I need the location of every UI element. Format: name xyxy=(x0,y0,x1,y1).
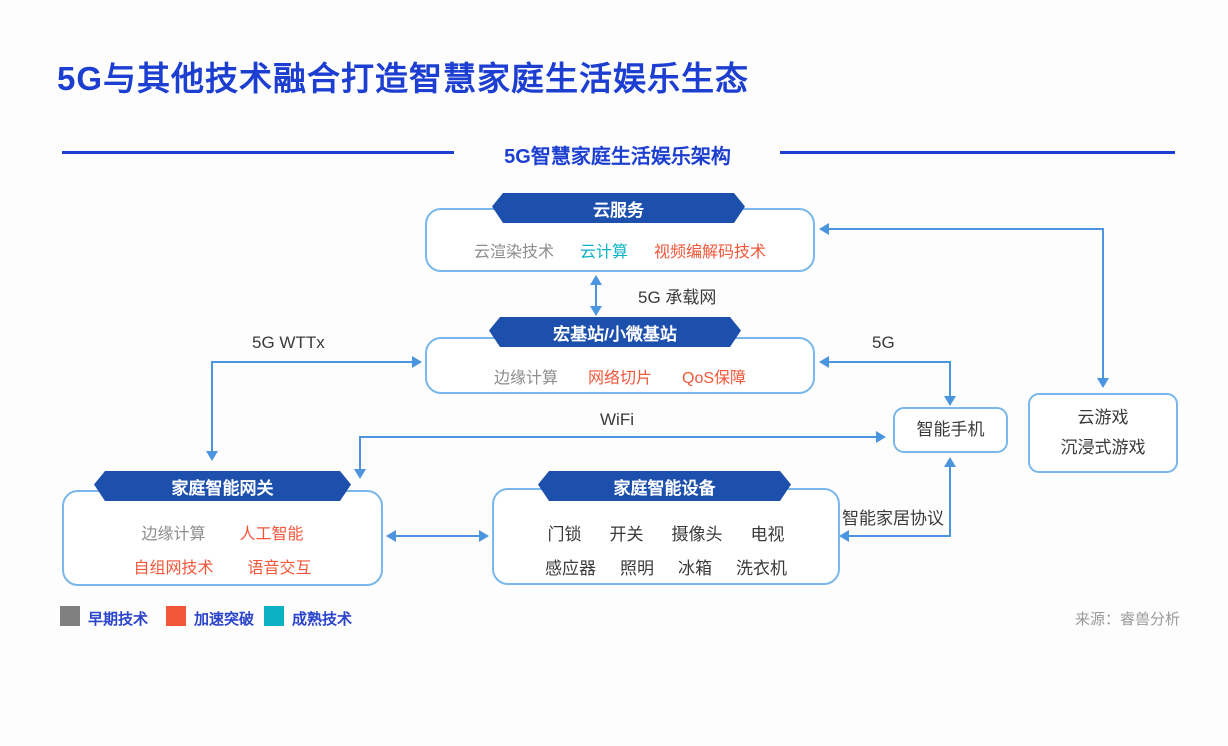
smart-devices-row1: 门锁 开关 摄像头 电视 xyxy=(500,520,832,545)
cloud-service-badge: 云服务 xyxy=(492,193,745,223)
cloud-gaming-line2: 沉浸式游戏 xyxy=(1060,438,1146,457)
connector-wttx-h xyxy=(212,361,414,363)
smart-devices-badge: 家庭智能设备 xyxy=(538,471,791,501)
device-item: 开关 xyxy=(609,525,644,544)
tech-item: 云计算 xyxy=(579,244,628,261)
connector-wifi-v xyxy=(359,436,361,470)
edge-label-5g: 5G xyxy=(872,333,895,352)
smart-devices-row2: 感应器 照明 冰箱 洗衣机 xyxy=(500,554,832,579)
device-item: 电视 xyxy=(750,525,785,544)
legend-swatch-early xyxy=(60,606,80,626)
subtitle-rule-left xyxy=(62,151,454,154)
smartphone-box: 智能手机 xyxy=(893,407,1008,453)
arrow-down-icon xyxy=(206,451,218,461)
base-station-badge: 宏基站/小微基站 xyxy=(489,317,741,347)
smartphone-label: 智能手机 xyxy=(916,420,985,439)
legend: 早期技术 加速突破 成熟技术 xyxy=(0,606,1228,630)
cloud-gaming-line1: 云游戏 xyxy=(1077,408,1129,427)
device-item: 洗衣机 xyxy=(736,559,787,578)
tech-item: 人工智能 xyxy=(239,526,304,543)
home-gateway-items-row1: 边缘计算 人工智能 xyxy=(70,520,375,544)
device-item: 门锁 xyxy=(547,525,582,544)
home-gateway-badge: 家庭智能网关 xyxy=(94,471,351,501)
arrow-down-icon xyxy=(1097,378,1109,388)
subtitle-rule-right xyxy=(780,151,1175,154)
edge-label-wttx: 5G WTTx xyxy=(252,333,325,352)
connector-5g-h xyxy=(829,361,951,363)
device-item: 冰箱 xyxy=(678,559,712,578)
device-item: 感应器 xyxy=(545,559,596,578)
edge-label-bearer: 5G 承载网 xyxy=(638,288,717,307)
arrow-left-icon xyxy=(819,356,829,368)
tech-item: 语音交互 xyxy=(247,560,312,577)
connector-wifi-h xyxy=(359,436,877,438)
arrow-right-icon xyxy=(412,356,422,368)
arrow-left-icon xyxy=(819,223,829,235)
connector-protocol-h xyxy=(849,535,951,537)
tech-item: 视频编解码技术 xyxy=(654,244,767,261)
arrow-down-icon xyxy=(590,306,602,316)
cloud-service-items: 云渲染技术 云计算 视频编解码技术 xyxy=(430,238,810,262)
arrow-right-icon xyxy=(876,431,886,443)
legend-label-breakthrough: 加速突破 xyxy=(194,611,255,628)
base-station-items: 边缘计算 网络切片 QoS保障 xyxy=(430,364,810,388)
tech-item: 云渲染技术 xyxy=(473,244,554,261)
arrow-left-icon xyxy=(386,530,396,542)
edge-label-wifi: WiFi xyxy=(600,410,634,429)
connector-wttx-v xyxy=(211,361,213,452)
connector-gateway-devices xyxy=(396,535,480,537)
legend-swatch-mature xyxy=(264,606,284,626)
legend-label-early: 早期技术 xyxy=(88,611,149,628)
device-item: 摄像头 xyxy=(671,525,723,544)
arrow-right-icon xyxy=(479,530,489,542)
device-item: 照明 xyxy=(620,559,654,578)
page-title: 5G与其他技术融合打造智慧家庭生活娱乐生态 xyxy=(57,60,750,97)
arrow-down-icon xyxy=(944,396,956,406)
tech-item: 网络切片 xyxy=(587,370,652,387)
connector-cloud-game-h xyxy=(829,228,1104,230)
legend-swatch-breakthrough xyxy=(166,606,186,626)
diagram-subtitle: 5G智慧家庭生活娱乐架构 xyxy=(504,146,731,168)
connector-cloud-game-v xyxy=(1102,228,1104,380)
tech-item: 自组网技术 xyxy=(133,560,214,577)
legend-label-mature: 成熟技术 xyxy=(292,611,353,628)
connector-5g-v xyxy=(949,361,951,397)
cloud-gaming-box: 云游戏 沉浸式游戏 xyxy=(1028,393,1178,473)
connector-protocol-v xyxy=(949,465,951,537)
home-gateway-box xyxy=(62,490,383,586)
arrow-up-icon xyxy=(590,275,602,285)
source-note: 来源：睿兽分析 xyxy=(1074,611,1180,628)
arrow-down-icon xyxy=(354,469,366,479)
connector-bearer xyxy=(595,283,597,308)
edge-label-protocol: 智能家居协议 xyxy=(842,509,944,528)
tech-item: 边缘计算 xyxy=(493,370,558,387)
tech-item: QoS保障 xyxy=(682,370,747,387)
arrow-up-icon xyxy=(944,457,956,467)
arrow-left-icon xyxy=(839,530,849,542)
tech-item: 边缘计算 xyxy=(141,526,206,543)
home-gateway-items-row2: 自组网技术 语音交互 xyxy=(70,554,375,578)
